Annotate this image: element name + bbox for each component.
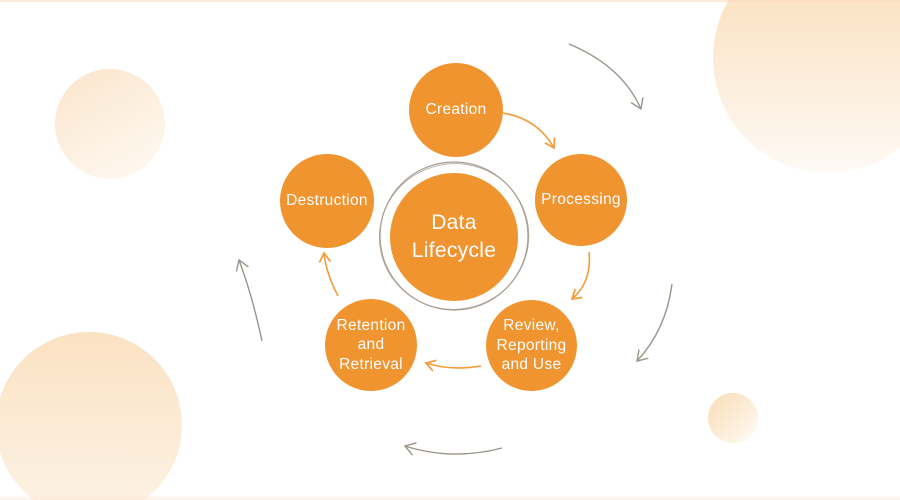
node-creation: Creation [409, 63, 503, 157]
node-destruction-label: Destruction [286, 192, 368, 210]
arrow-processing-to-review [572, 251, 591, 299]
arrow-retention-to-destruction [324, 253, 339, 297]
arrow-creation-to-processing [502, 112, 554, 148]
arrow-review-to-retention [426, 363, 482, 368]
node-processing: Processing [535, 154, 627, 246]
node-review-reporting-use-label: Review, Reporting and Use [496, 317, 567, 374]
outer-arrow-top-right [568, 43, 641, 109]
outer-arrow-left [239, 260, 263, 342]
node-retention-retrieval-label: Retention and Retrieval [336, 316, 406, 373]
node-destruction: Destruction [280, 154, 374, 248]
node-review-reporting-use: Review, Reporting and Use [486, 300, 577, 391]
node-creation-label: Creation [425, 101, 487, 119]
node-data-lifecycle: Data Lifecycle [390, 173, 518, 301]
outer-arrow-bottom [405, 446, 503, 454]
center-sketch-ring [379, 161, 529, 311]
node-data-lifecycle-label: Data Lifecycle [411, 211, 497, 262]
outer-arrow-right [637, 283, 673, 361]
center-sketch-ring-2 [378, 163, 530, 310]
node-processing-label: Processing [541, 191, 621, 209]
node-retention-retrieval: Retention and Retrieval [325, 299, 417, 391]
